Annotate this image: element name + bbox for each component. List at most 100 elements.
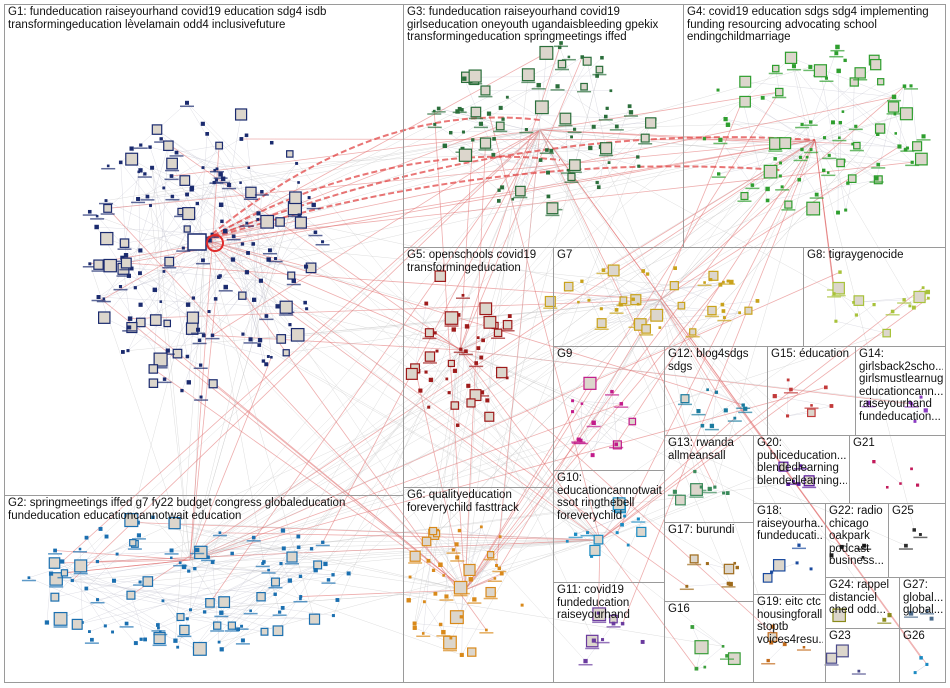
- graph-edge: [743, 97, 830, 156]
- graph-node: [614, 442, 619, 447]
- graph-node: [479, 302, 493, 316]
- graph-edge: [171, 129, 541, 177]
- graph-node-label: [793, 159, 808, 162]
- graph-node: [129, 146, 134, 151]
- graph-node-label: [90, 218, 105, 220]
- graph-edge: [659, 299, 696, 472]
- graph-node: [278, 610, 282, 614]
- graph-node: [925, 662, 929, 666]
- graph-node: [185, 354, 190, 359]
- graph-node-label: [704, 428, 719, 431]
- graph-node: [424, 351, 436, 362]
- graph-node: [280, 528, 286, 533]
- graph-edge: [539, 129, 731, 585]
- graph-node: [456, 423, 460, 427]
- graph-node: [450, 401, 460, 410]
- graph-edge: [790, 57, 812, 150]
- graph-node: [796, 482, 801, 486]
- graph-edge: [774, 395, 832, 407]
- graph-node-label: [871, 167, 886, 169]
- graph-node: [218, 202, 224, 208]
- graph-node-label: [177, 635, 192, 638]
- graph-node: [725, 654, 729, 658]
- graph-node-label: [599, 154, 614, 157]
- graph-node: [891, 94, 897, 100]
- graph-edge: [156, 129, 221, 175]
- graph-edge: [853, 296, 920, 303]
- graph-node-label: [226, 238, 241, 241]
- graph-node: [824, 385, 828, 390]
- graph-node: [743, 406, 748, 411]
- graph-node: [921, 134, 926, 139]
- graph-edge: [464, 383, 591, 591]
- graph-node: [252, 297, 257, 302]
- graph-node-label: [154, 141, 169, 143]
- graph-node: [260, 627, 269, 636]
- graph-node-label: [315, 243, 330, 246]
- graph-node-label: [131, 201, 146, 204]
- graph-node-label: [259, 318, 274, 321]
- graph-node-label: [91, 270, 106, 272]
- graph-node-label: [904, 406, 919, 408]
- graph-edge: [150, 129, 541, 206]
- graph-node: [442, 143, 448, 149]
- graph-edge: [459, 349, 697, 669]
- graph-node-label: [442, 649, 457, 652]
- graph-edge: [188, 299, 661, 572]
- graph-node: [162, 377, 167, 381]
- graph-node: [449, 610, 464, 625]
- graph-node: [478, 121, 484, 126]
- graph-node: [636, 526, 647, 538]
- graph-node: [589, 544, 601, 557]
- graph-node: [619, 402, 624, 406]
- graph-node: [195, 547, 200, 553]
- graph-node: [483, 315, 497, 329]
- graph-edge: [414, 129, 541, 628]
- graph-edge: [707, 563, 731, 585]
- graph-node: [735, 565, 739, 570]
- graph-edge: [539, 129, 808, 158]
- graph-node-label: [543, 307, 558, 309]
- graph-edge: [175, 594, 276, 641]
- graph-edge: [459, 119, 656, 351]
- graph-node-label: [567, 171, 582, 173]
- graph-edge: [464, 304, 875, 591]
- graph-node: [874, 176, 879, 181]
- graph-node-label: [905, 164, 920, 167]
- graph-edge: [790, 57, 895, 98]
- graph-node-label: [308, 234, 323, 237]
- graph-node: [620, 621, 625, 626]
- graph-node: [493, 577, 497, 580]
- graph-node: [245, 186, 257, 199]
- graph-edge: [289, 312, 601, 541]
- graph-edge: [194, 139, 816, 569]
- graph-node: [641, 269, 646, 273]
- graph-edge: [289, 153, 601, 541]
- graph-node: [321, 240, 325, 244]
- graph-node: [573, 532, 578, 536]
- graph-node: [249, 609, 252, 613]
- graph-node: [854, 124, 858, 128]
- graph-node-label: [452, 111, 467, 114]
- graph-node: [890, 309, 895, 314]
- graph-node: [173, 638, 178, 643]
- graph-node-label: [73, 572, 88, 575]
- graph-node-label: [478, 95, 493, 98]
- graph-edge: [140, 322, 269, 357]
- graph-node: [201, 258, 205, 263]
- group-label-g23: G23: [829, 630, 851, 642]
- graph-node: [583, 376, 597, 390]
- graph-node: [640, 133, 650, 143]
- graph-edge: [520, 47, 560, 192]
- graph-node: [287, 578, 293, 583]
- graph-node: [689, 328, 697, 336]
- graph-node-label: [612, 510, 627, 513]
- graph-node: [846, 181, 850, 185]
- graph-node: [721, 645, 725, 648]
- graph-edge: [131, 239, 206, 521]
- group-box-g7: G7: [553, 247, 804, 347]
- graph-node: [53, 611, 68, 626]
- graph-node: [765, 186, 770, 192]
- graph-node: [50, 592, 60, 602]
- graph-node: [461, 130, 465, 134]
